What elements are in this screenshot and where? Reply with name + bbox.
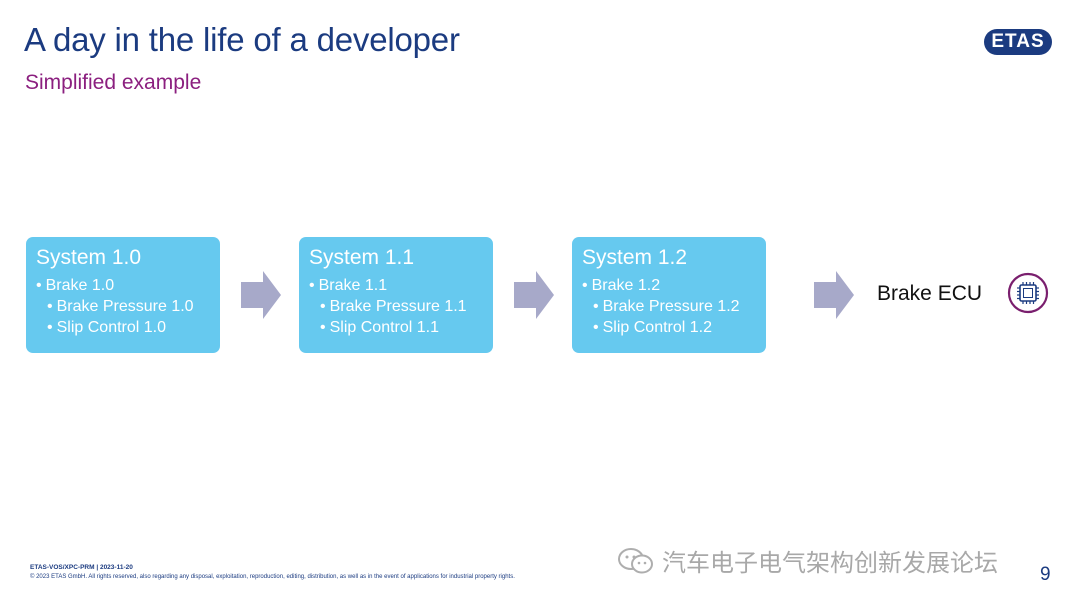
page-number: 9 [1040,564,1051,585]
system-box-1: System 1.0 •Brake 1.0 •Brake Pressure 1.… [26,237,220,353]
system-subitem: •Brake Pressure 1.0 [36,296,220,317]
system-title: System 1.2 [582,246,688,269]
system-subitem: •Slip Control 1.1 [309,317,493,338]
item-label: Brake 1.2 [591,277,661,294]
item-label: Brake Pressure 1.2 [602,298,740,315]
bullet-icon: • [47,298,53,315]
item-label: Slip Control 1.1 [329,319,439,336]
bullet-icon: • [593,319,599,336]
system-subitem: •Brake Pressure 1.2 [582,296,766,317]
item-label: Brake Pressure 1.0 [56,298,194,315]
system-title: System 1.0 [36,246,142,269]
bullet-icon: • [309,277,315,294]
bullet-icon: • [593,298,599,315]
bullet-icon: • [36,277,42,294]
item-label: Brake 1.0 [45,277,115,294]
system-box-3: System 1.2 •Brake 1.2 •Brake Pressure 1.… [572,237,766,353]
footer-doc-id: ETAS-VOS/XPC-PRM | 2023-11-20 [30,564,133,571]
wechat-icon [618,547,653,573]
system-subitem: •Slip Control 1.0 [36,317,220,338]
ecu-chip-icon [1007,272,1049,314]
flow-arrow-icon [814,271,854,319]
system-subitem: •Brake Pressure 1.1 [309,296,493,317]
slide-title: A day in the life of a developer [24,21,460,58]
etas-logo: ETAS [984,29,1052,55]
item-label: Brake 1.1 [318,277,388,294]
system-subitem: •Slip Control 1.2 [582,317,766,338]
bullet-icon: • [582,277,588,294]
system-item: •Brake 1.0 [36,275,220,296]
slide-subtitle: Simplified example [25,71,202,94]
system-title: System 1.1 [309,246,415,269]
item-label: Brake Pressure 1.1 [329,298,467,315]
item-label: Slip Control 1.2 [602,319,712,336]
footer-copyright: © 2023 ETAS GmbH. All rights reserved, a… [30,574,515,580]
system-box-2: System 1.1 •Brake 1.1 •Brake Pressure 1.… [299,237,493,353]
bullet-icon: • [47,319,53,336]
watermark-text: 汽车电子电气架构创新发展论坛 [662,550,998,577]
item-label: Slip Control 1.0 [56,319,166,336]
flow-arrow-icon [514,271,554,319]
system-item: •Brake 1.2 [582,275,766,296]
bullet-icon: • [320,298,326,315]
bullet-icon: • [320,319,326,336]
flow-arrow-icon [241,271,281,319]
watermark: 汽车电子电气架构创新发展论坛 [616,543,998,578]
brake-ecu-label: Brake ECU [877,282,983,305]
system-item: •Brake 1.1 [309,275,493,296]
